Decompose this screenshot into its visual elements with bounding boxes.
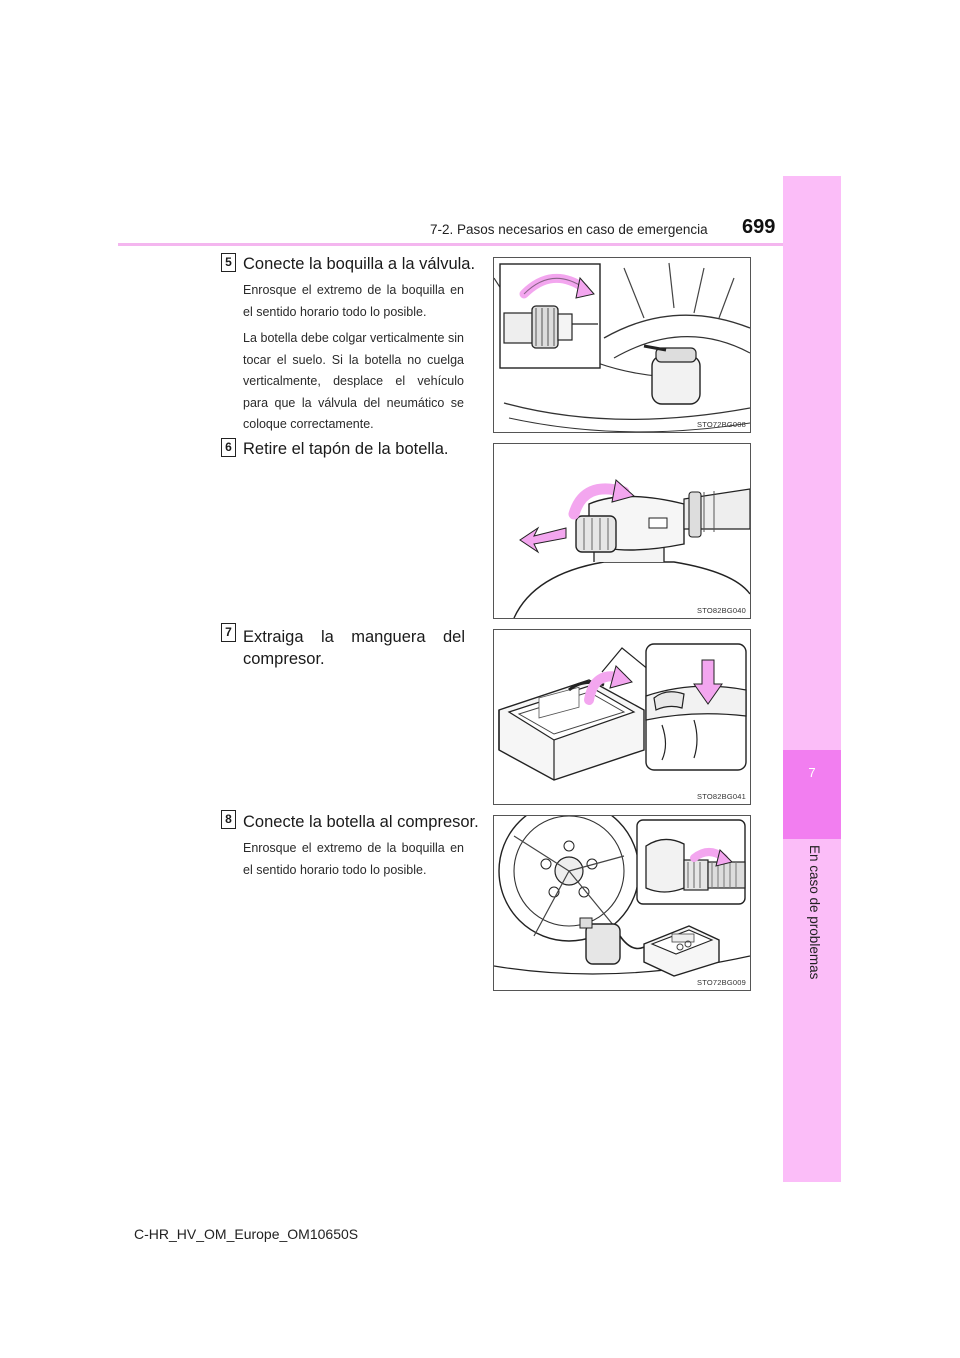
page-number: 699	[742, 216, 776, 238]
chapter-number: 7	[808, 765, 816, 780]
chapter-tab-active[interactable]	[783, 750, 841, 839]
section-title: 7-2. Pasos necesarios en caso de emergen…	[430, 222, 708, 237]
figure-connect-bottle-compressor: STO72BG009	[493, 815, 751, 991]
step-title: Extraiga la manguera del compresor.	[243, 626, 465, 670]
figure-nozzle-to-valve: STO72BG008	[493, 257, 751, 433]
step-title: Conecte la botella al compresor.	[243, 813, 479, 831]
header-divider	[118, 243, 783, 246]
step-number-badge: 5	[221, 253, 236, 272]
step-instructions: Enrosque el extremo de la boquilla en el…	[243, 280, 464, 441]
figure-code: STO72BG009	[697, 978, 746, 987]
compressor-hose-illustration	[498, 643, 747, 781]
step-number-badge: 7	[221, 623, 236, 642]
figure-code: STO82BG041	[697, 792, 746, 801]
chapter-side-tab[interactable]	[783, 176, 841, 1182]
step-title: Conecte la boquilla a la válvula.	[243, 255, 476, 273]
nozzle-valve-illustration	[494, 262, 750, 432]
figure-remove-bottle-cap: STO82BG040	[493, 443, 751, 619]
step-title-line: compresor.	[243, 650, 325, 668]
figure-code: STO82BG040	[697, 606, 746, 615]
step-paragraph: Enrosque el extremo de la boquilla en el…	[243, 841, 464, 877]
figure-code: STO72BG008	[697, 420, 746, 429]
step-instructions: Enrosque el extremo de la boquilla en el…	[243, 838, 464, 886]
step-title-line: Extraiga la manguera del	[243, 628, 465, 646]
bottle-cap-illustration	[513, 479, 750, 618]
bottle-compressor-illustration	[494, 816, 750, 977]
step-number-badge: 6	[221, 438, 236, 457]
step-number-badge: 8	[221, 810, 236, 829]
document-code: C-HR_HV_OM_Europe_OM10650S	[134, 1226, 359, 1242]
figure-extract-compressor-hose: STO82BG041	[493, 629, 751, 805]
step-title: Retire el tapón de la botella.	[243, 440, 449, 458]
step-paragraph: Enrosque el extremo de la boquilla en el…	[243, 283, 464, 319]
chapter-label: En caso de problemas	[807, 845, 822, 980]
step-paragraph: La botella debe colgar verticalmente sin…	[243, 331, 464, 431]
